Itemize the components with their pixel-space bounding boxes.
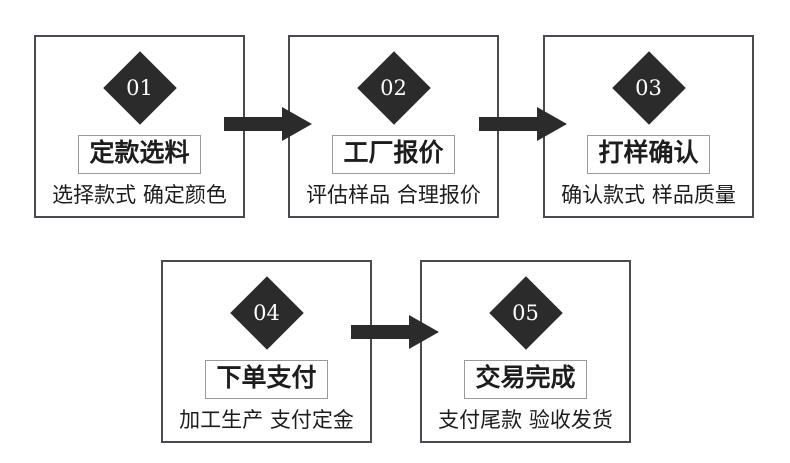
step-subtitle-04: 加工生产 支付定金 bbox=[179, 407, 354, 432]
step-content-05: 05 交易完成 支付尾款 验收发货 bbox=[422, 262, 629, 441]
step-content-01: 01 定款选料 选择款式 确定颜色 bbox=[36, 37, 243, 216]
step-content-03: 03 打样确认 确认款式 样品质量 bbox=[545, 37, 752, 216]
arrow-02-to-03 bbox=[479, 106, 567, 142]
step-title-02: 工厂报价 bbox=[332, 135, 455, 174]
step-number-05: 05 bbox=[512, 300, 539, 325]
step-content-02: 02 工厂报价 评估样品 合理报价 bbox=[290, 37, 497, 216]
step-badge-05: 05 bbox=[488, 276, 563, 350]
step-number-03: 03 bbox=[635, 75, 662, 100]
step-title-04: 下单支付 bbox=[205, 360, 328, 399]
step-box-04[interactable]: 04 下单支付 加工生产 支付定金 bbox=[161, 260, 372, 443]
step-number-04: 04 bbox=[253, 300, 280, 325]
step-subtitle-05: 支付尾款 验收发货 bbox=[438, 407, 613, 432]
step-title-01: 定款选料 bbox=[78, 135, 201, 174]
step-badge-01: 01 bbox=[102, 51, 177, 125]
step-badge-03: 03 bbox=[611, 51, 686, 125]
step-number-01: 01 bbox=[126, 75, 153, 100]
step-subtitle-01: 选择款式 确定颜色 bbox=[52, 182, 227, 207]
step-title-05: 交易完成 bbox=[464, 360, 587, 399]
right-arrow-icon bbox=[479, 107, 567, 141]
arrow-04-to-05 bbox=[351, 314, 439, 350]
step-box-03[interactable]: 03 打样确认 确认款式 样品质量 bbox=[543, 35, 754, 218]
right-arrow-icon bbox=[351, 315, 439, 349]
step-title-03: 打样确认 bbox=[587, 135, 710, 174]
step-number-02: 02 bbox=[380, 75, 407, 100]
step-box-02[interactable]: 02 工厂报价 评估样品 合理报价 bbox=[288, 35, 499, 218]
step-content-04: 04 下单支付 加工生产 支付定金 bbox=[163, 262, 370, 441]
step-box-05[interactable]: 05 交易完成 支付尾款 验收发货 bbox=[420, 260, 631, 443]
step-subtitle-03: 确认款式 样品质量 bbox=[561, 182, 736, 207]
step-box-01[interactable]: 01 定款选料 选择款式 确定颜色 bbox=[34, 35, 245, 218]
right-arrow-icon bbox=[224, 107, 312, 141]
step-badge-02: 02 bbox=[356, 51, 431, 125]
step-badge-04: 04 bbox=[229, 276, 304, 350]
arrow-01-to-02 bbox=[224, 106, 312, 142]
step-subtitle-02: 评估样品 合理报价 bbox=[306, 182, 481, 207]
